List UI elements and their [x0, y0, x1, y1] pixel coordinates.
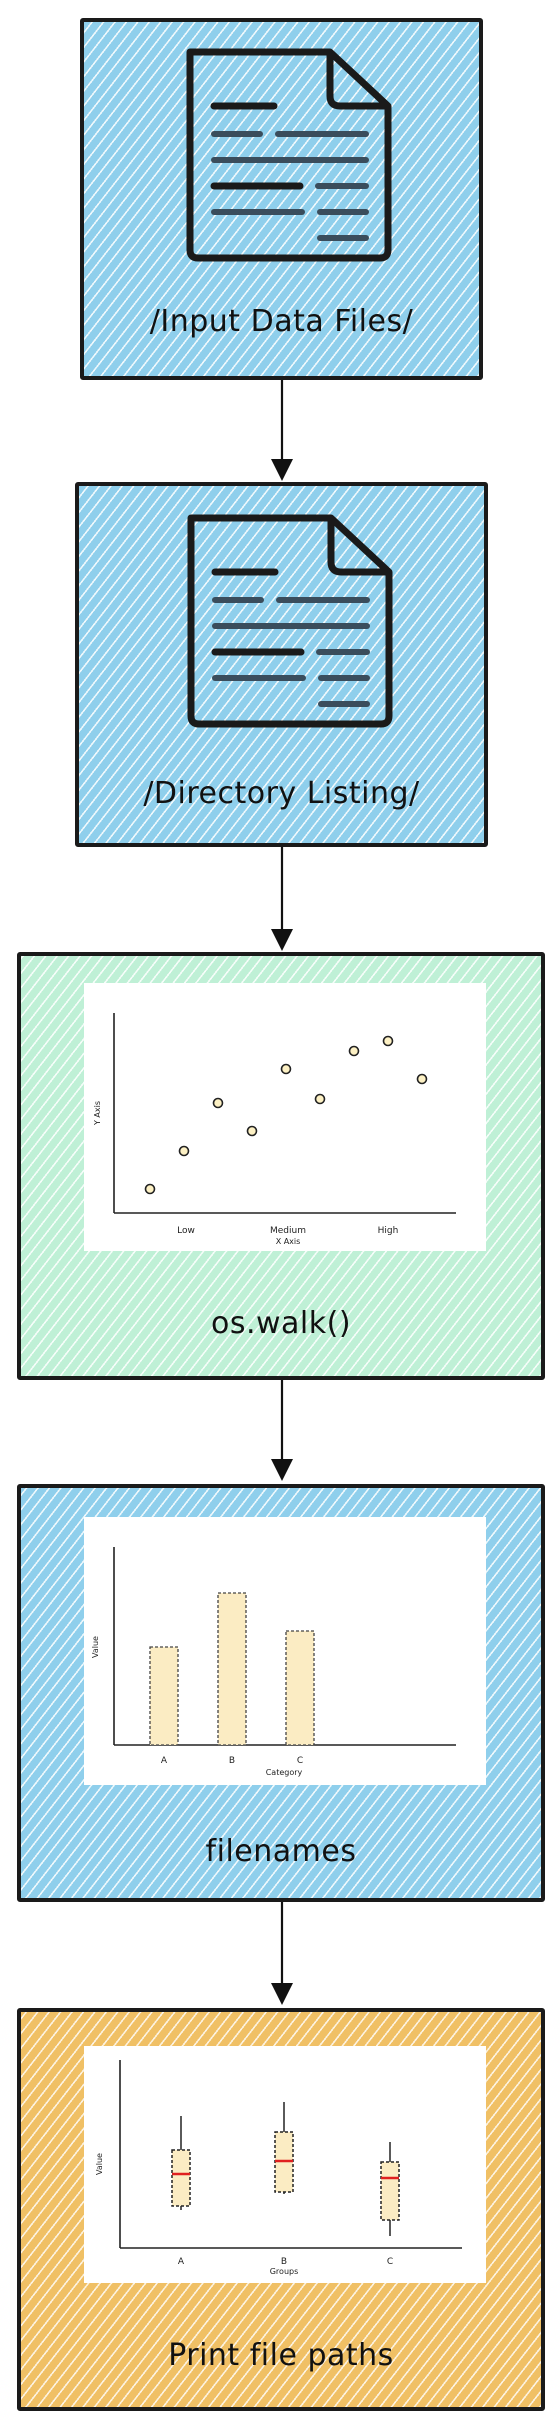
- bar-chart-panel: A B C Category Value: [84, 1517, 486, 1785]
- scatter-chart-panel: Low Medium High X Axis Y Axis: [84, 983, 486, 1251]
- x-tick-label: B: [229, 1756, 235, 1766]
- document-icon: [186, 48, 392, 262]
- scatter-point: [348, 1045, 360, 1057]
- scatter-point: [382, 1035, 394, 1047]
- x-axis-label: X Axis: [276, 1237, 301, 1246]
- node-print-file-paths: A B C Groups Value Print file paths: [17, 2008, 545, 2411]
- scatter-point: [280, 1063, 292, 1075]
- bar-a: [149, 1646, 179, 1746]
- node-filenames: A B C Category Value filenames: [17, 1484, 545, 1902]
- scatter-point: [314, 1093, 326, 1105]
- x-tick-label: C: [387, 2257, 393, 2267]
- box-b: [274, 2102, 294, 2194]
- scatter-point: [144, 1183, 156, 1195]
- x-axis-label: Groups: [270, 2267, 299, 2276]
- x-tick-label: C: [297, 1756, 303, 1766]
- y-axis-label: Value: [91, 1636, 100, 1658]
- scatter-point: [416, 1073, 428, 1085]
- bar-chart-icon: A B C Category Value: [91, 1547, 456, 1777]
- box-c: [380, 2142, 400, 2236]
- x-tick-label: Medium: [270, 1226, 306, 1236]
- x-tick-label: Low: [177, 1226, 195, 1236]
- y-axis-label: Value: [95, 2153, 104, 2175]
- x-tick-label: High: [378, 1226, 399, 1236]
- x-tick-label: A: [161, 1756, 168, 1766]
- box-plot-icon: A B C Groups Value: [95, 2060, 462, 2276]
- box-a: [171, 2116, 191, 2210]
- node-label: /Input Data Files/: [149, 304, 414, 339]
- node-label: filenames: [205, 1834, 357, 1869]
- y-axis-label: Y Axis: [93, 1101, 102, 1126]
- node-directory-listing: /Directory Listing/: [75, 482, 488, 847]
- x-tick-label: B: [281, 2257, 287, 2267]
- node-label: Print file paths: [168, 2338, 394, 2373]
- bar-b: [217, 1592, 247, 1746]
- node-label: /Directory Listing/: [143, 776, 420, 811]
- node-input-data-files: /Input Data Files/: [80, 18, 483, 380]
- node-label: os.walk(): [210, 1306, 352, 1341]
- scatter-point: [178, 1145, 190, 1157]
- x-axis-label: Category: [266, 1768, 303, 1777]
- document-icon: [187, 514, 393, 728]
- scatter-point: [212, 1097, 224, 1109]
- bar-c: [285, 1630, 315, 1746]
- x-tick-label: A: [178, 2257, 185, 2267]
- scatter-chart-icon: Low Medium High X Axis Y Axis: [93, 1013, 456, 1246]
- node-os-walk: Low Medium High X Axis Y Axis os.walk(): [17, 952, 545, 1380]
- box-plot-panel: A B C Groups Value: [84, 2046, 486, 2283]
- scatter-points: [144, 1035, 428, 1195]
- scatter-point: [246, 1125, 258, 1137]
